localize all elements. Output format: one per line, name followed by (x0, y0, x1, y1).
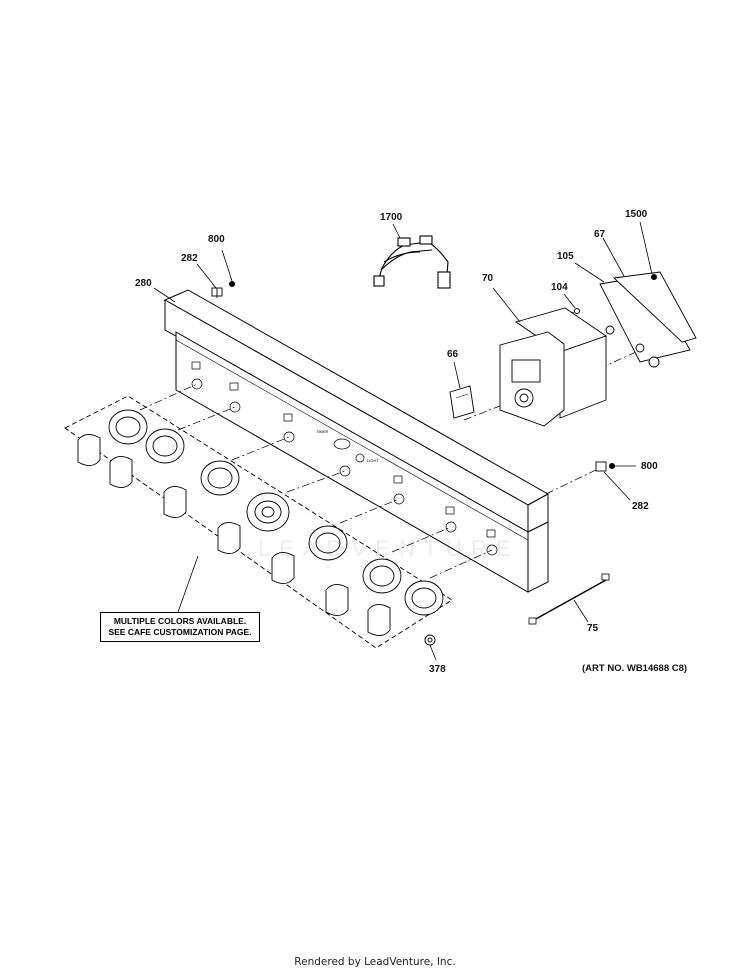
svg-text:LIGHT: LIGHT (367, 458, 379, 463)
callout-282-top[interactable]: 282 (181, 253, 198, 264)
screw-800-right[interactable] (609, 463, 615, 469)
note-line-1: MULTIPLE COLORS AVAILABLE. (113, 616, 247, 626)
bezel-3 (200, 460, 240, 496)
bezel-5 (308, 525, 348, 561)
callout-66[interactable]: 66 (447, 349, 459, 360)
bracket-282-left[interactable] (211, 287, 223, 298)
nut-378[interactable] (424, 634, 436, 646)
knobs (77, 434, 391, 636)
knob-1 (77, 434, 101, 466)
callout-67[interactable]: 67 (594, 229, 606, 240)
bezel-2 (145, 428, 185, 464)
screw-104[interactable] (574, 308, 580, 314)
customization-note: MULTIPLE COLORS AVAILABLE. SEE CAFE CUST… (100, 612, 260, 642)
cover-plate-105[interactable] (599, 271, 697, 368)
rod-75[interactable] (528, 573, 610, 625)
callout-70[interactable]: 70 (482, 273, 494, 284)
knob-5 (271, 552, 295, 584)
bezel-6 (362, 558, 402, 594)
knob-3 (163, 486, 187, 518)
knob-4 (217, 522, 241, 554)
knob-7 (367, 604, 391, 636)
callout-378[interactable]: 378 (429, 664, 446, 675)
control-board-70[interactable] (499, 307, 607, 427)
bezel-4 (246, 492, 290, 532)
knob-6 (325, 584, 349, 616)
callout-280[interactable]: 280 (135, 278, 152, 289)
watermark: LEADVENTURE (258, 536, 520, 561)
bezel-1 (108, 409, 148, 445)
screw-1500[interactable] (651, 274, 657, 280)
knob-bezels (108, 409, 444, 616)
bracket-282-right[interactable] (595, 461, 607, 472)
callout-800-top[interactable]: 800 (208, 234, 225, 245)
callout-282-right[interactable]: 282 (632, 501, 649, 512)
control-panel-280[interactable] (163, 289, 550, 593)
callout-75[interactable]: 75 (587, 623, 599, 634)
callout-800-right[interactable]: 800 (641, 461, 658, 472)
panel-knob-holes: TIMER LIGHT (191, 361, 498, 556)
callout-104[interactable]: 104 (551, 282, 568, 293)
svg-text:TIMER: TIMER (316, 429, 329, 434)
callout-105[interactable]: 105 (557, 251, 574, 262)
bezel-7 (404, 580, 444, 616)
screw-800-left[interactable] (229, 281, 235, 287)
footer-credit: Rendered by LeadVenture, Inc. (294, 956, 456, 968)
callout-1500[interactable]: 1500 (625, 209, 648, 220)
callout-1700[interactable]: 1700 (380, 212, 403, 223)
glass-66[interactable] (449, 385, 475, 419)
knob-2 (109, 456, 133, 488)
note-line-2: SEE CAFE CUSTOMIZATION PAGE. (108, 627, 252, 637)
art-number: (ART NO. WB14688 C8) (582, 663, 688, 674)
wire-harness-1700[interactable] (373, 235, 451, 289)
